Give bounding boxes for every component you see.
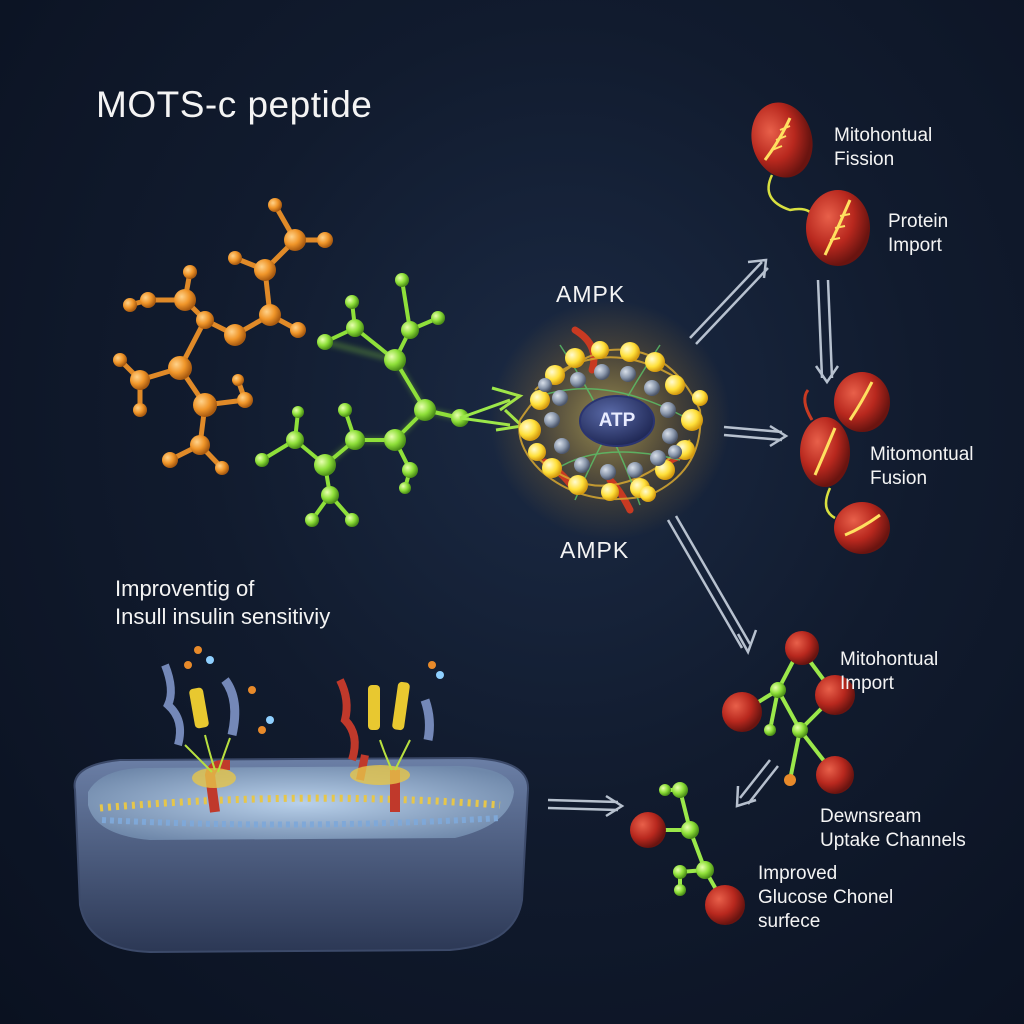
protein-import-label-line-1: Protein	[888, 211, 949, 232]
protein-import-label: Protein Import	[888, 210, 948, 258]
mito-import-label-line-1: Mitohontual	[840, 649, 939, 670]
fusion-label: Mitomontual Fusion	[870, 443, 974, 491]
fusion-label-line-2: Fusion	[870, 467, 928, 489]
downstream-label-line-2: Uptake Channels	[820, 829, 966, 851]
ampk-complex	[490, 300, 730, 540]
mitochondrion-fission-top	[751, 102, 817, 226]
ampk-label-top: AMPK	[556, 281, 626, 307]
downstream-label-line-1: Dewnsream	[820, 806, 922, 827]
fusion-label-line-1: Mitomontual	[870, 444, 974, 465]
protein-import-label-line-2: Import	[888, 234, 942, 256]
mitochondrion-fusion-group	[800, 372, 890, 554]
fission-label: Mitohontual Fission	[834, 124, 932, 172]
fission-label-line-1: Mitohontual	[834, 125, 933, 146]
glucose-label-line-1: Improved	[758, 863, 838, 884]
insulin-receptor-right	[336, 661, 444, 812]
mito-import-label: Mitohontual Import	[840, 648, 938, 696]
cell-membrane-dish	[73, 756, 530, 954]
mitochondrion-protein-import	[806, 190, 870, 266]
insulin-label-line-1: Improventig of	[115, 576, 255, 601]
mito-import-label-line-2: Import	[840, 672, 894, 694]
insulin-label-line-2: Insull insulin sensitiviy	[115, 603, 331, 629]
glucose-label-line-3: surfece	[758, 910, 821, 932]
glucose-molecule-upper	[722, 631, 855, 794]
insulin-sensitivity-label: Improventig of Insull insulin sensitiviy	[115, 575, 330, 630]
green-peptide-atoms	[255, 273, 469, 527]
orange-peptide-atoms	[113, 198, 333, 475]
atp-label: ATP	[598, 410, 636, 431]
pathway-arrows	[547, 258, 840, 818]
diagram-title: MOTS-c peptide	[96, 84, 373, 125]
downstream-label: Dewnsream Uptake Channels	[820, 805, 966, 853]
green-peptide-molecule	[260, 279, 461, 522]
glucose-label: Improved Glucose Chonel surfece	[758, 862, 893, 933]
ampk-label-bottom: AMPK	[560, 537, 630, 563]
insulin-receptor-left	[161, 646, 274, 813]
glucose-molecule-lower	[630, 782, 745, 925]
glucose-label-line-2: Glucose Chonel	[758, 886, 894, 908]
fission-label-line-2: Fission	[834, 148, 895, 170]
atp-core	[579, 395, 655, 447]
